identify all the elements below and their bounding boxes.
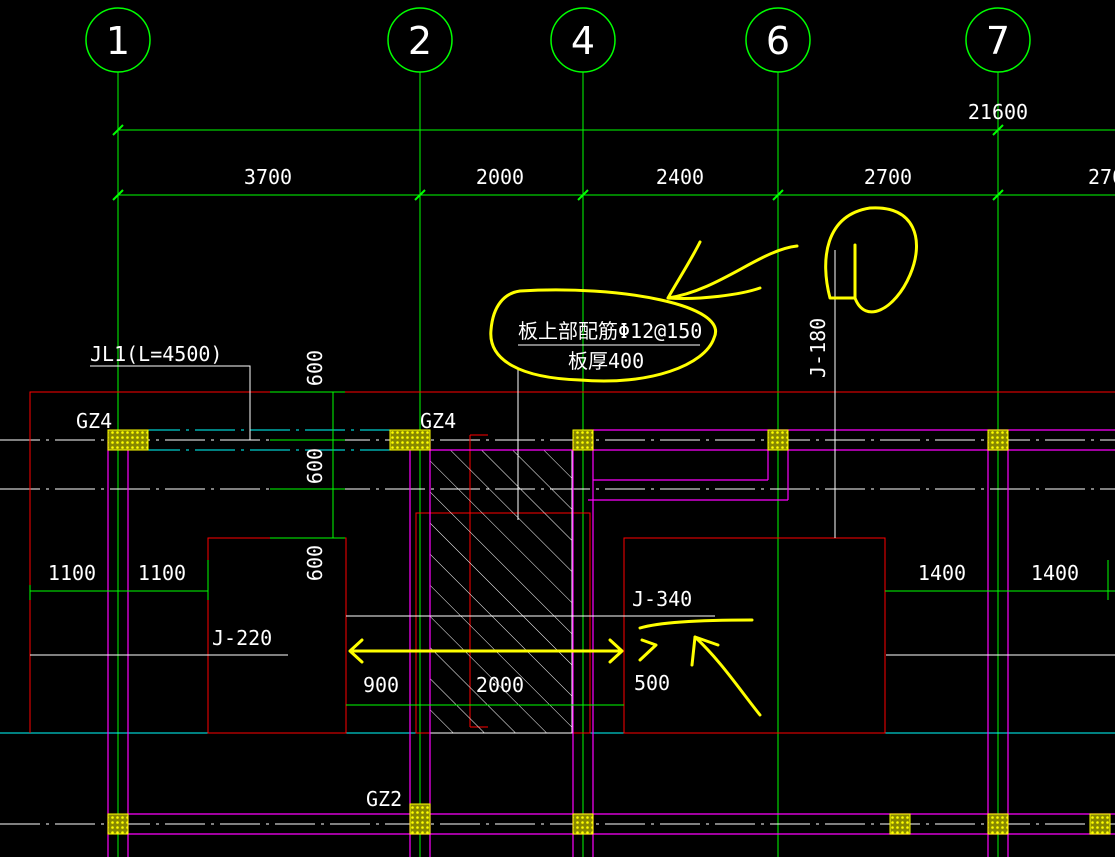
leader-lines xyxy=(30,250,1115,656)
column-label-gz2: GZ2 xyxy=(366,787,402,811)
foundation-label-j180: J-180 xyxy=(806,318,830,378)
markup-shape xyxy=(824,206,918,314)
dim-span-1-2: 3700 xyxy=(244,165,292,189)
columns xyxy=(107,429,1111,835)
markup-small-arrow xyxy=(638,638,658,662)
dim-600-bottom: 600 xyxy=(303,545,327,581)
wall-lines xyxy=(107,429,1115,857)
dim-1400-right: 1400 xyxy=(1031,561,1079,585)
column xyxy=(987,813,1009,835)
dim-span-6-7: 2700 xyxy=(864,165,912,189)
markup-long-arrow xyxy=(690,635,762,717)
dim-1100-left: 1100 xyxy=(48,561,96,585)
foundation-label-j340: J-340 xyxy=(632,587,692,611)
column xyxy=(889,813,911,835)
axis-bubbles xyxy=(85,7,1031,73)
side-dimension-lines xyxy=(29,560,1115,706)
dim-2000: 2000 xyxy=(476,673,524,697)
slab-thickness-note: 板厚400 xyxy=(568,349,644,373)
slab-hatch xyxy=(429,449,573,734)
axis-lines xyxy=(117,72,999,857)
markup-double-arrow xyxy=(348,638,624,664)
foundation-label-j220: J-220 xyxy=(212,626,272,650)
axis-label-2: 2 xyxy=(408,19,432,63)
markup-annotations xyxy=(348,206,918,717)
vertical-dimension-lines xyxy=(270,391,345,539)
top-dimension-lines xyxy=(112,124,1115,201)
markup-underline xyxy=(638,618,754,630)
column-label-gz4-left: GZ4 xyxy=(76,409,112,433)
column-gz2 xyxy=(409,803,431,835)
markup-arrow-to-note xyxy=(666,240,799,300)
dim-span-4-6: 2400 xyxy=(656,165,704,189)
axis-bubble-2 xyxy=(387,7,453,73)
dim-1400-left: 1400 xyxy=(918,561,966,585)
dim-900: 900 xyxy=(363,673,399,697)
axis-bubble-7 xyxy=(965,7,1031,73)
axis-bubble-1 xyxy=(85,7,151,73)
dim-500: 500 xyxy=(634,671,670,695)
dim-overall: 21600 xyxy=(968,100,1028,124)
axis-label-1: 1 xyxy=(106,19,130,63)
column xyxy=(107,813,129,835)
dim-span-7-next: 270 xyxy=(1088,165,1115,189)
dim-span-2-4: 2000 xyxy=(476,165,524,189)
axis-bubble-6 xyxy=(745,7,811,73)
axis-bubble-4 xyxy=(550,7,616,73)
slab-rebar-note: 板上部配筋Φ12@150 xyxy=(518,319,702,343)
dim-600-top: 600 xyxy=(303,350,327,386)
column-gz4-a xyxy=(107,429,149,451)
axis-label-6: 6 xyxy=(766,19,790,63)
axis-label-4: 4 xyxy=(571,19,595,63)
column xyxy=(987,429,1009,451)
column xyxy=(572,813,594,835)
beam-label-jl1: JL1(L=4500) xyxy=(90,342,222,366)
column xyxy=(767,429,789,451)
column xyxy=(1089,813,1111,835)
dim-600-mid: 600 xyxy=(303,448,327,484)
dim-1100-right: 1100 xyxy=(138,561,186,585)
axis-label-7: 7 xyxy=(986,19,1010,63)
markup-ellipse xyxy=(489,288,718,383)
column-label-gz4-mid: GZ4 xyxy=(420,409,456,433)
column xyxy=(572,429,594,451)
column-gz4-b xyxy=(389,429,431,451)
